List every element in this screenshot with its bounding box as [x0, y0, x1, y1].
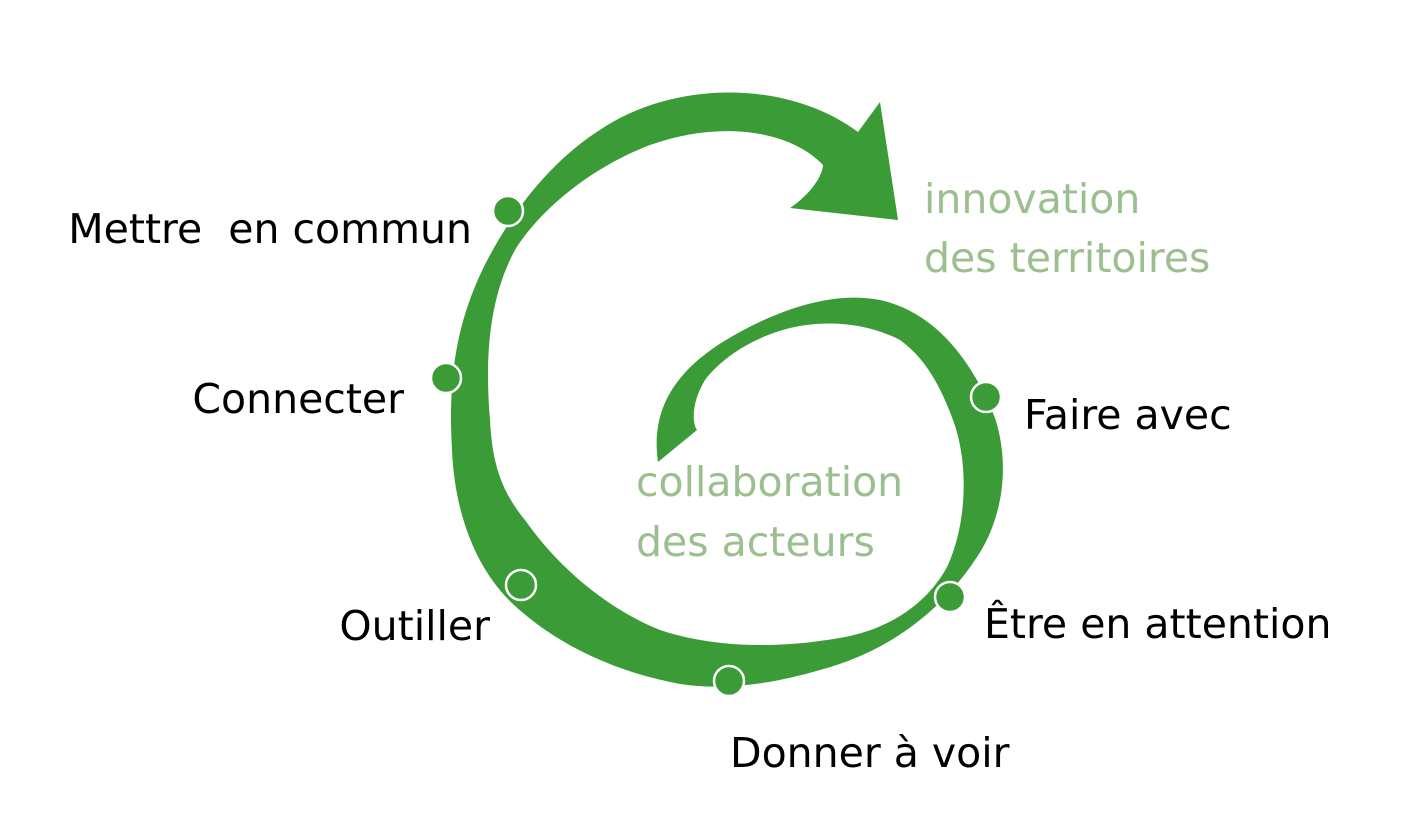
- node-donner-a-voir: [712, 664, 746, 698]
- concept-outer-line2: des territoires: [924, 234, 1210, 282]
- node-connecter: [429, 361, 463, 395]
- concept-inner-line1: collaboration: [636, 458, 903, 506]
- step-label-etre-en-attention: Être en attention: [984, 600, 1331, 648]
- node-mettre-en-commun: [491, 194, 525, 228]
- step-label-outiller: Outiller: [339, 602, 490, 650]
- node-faire-avec: [969, 380, 1003, 414]
- node-etre-en-attention: [933, 580, 967, 614]
- concept-inner-line2: des acteurs: [636, 518, 875, 566]
- step-label-faire-avec: Faire avec: [1024, 391, 1232, 439]
- concept-outer-line1: innovation: [924, 175, 1140, 223]
- step-label-donner-a-voir: Donner à voir: [730, 729, 1010, 777]
- step-label-mettre-en-commun: Mettre en commun: [68, 205, 472, 253]
- step-label-connecter: Connecter: [192, 375, 404, 423]
- spiral-band: [450, 92, 1003, 687]
- node-outiller: [504, 568, 538, 602]
